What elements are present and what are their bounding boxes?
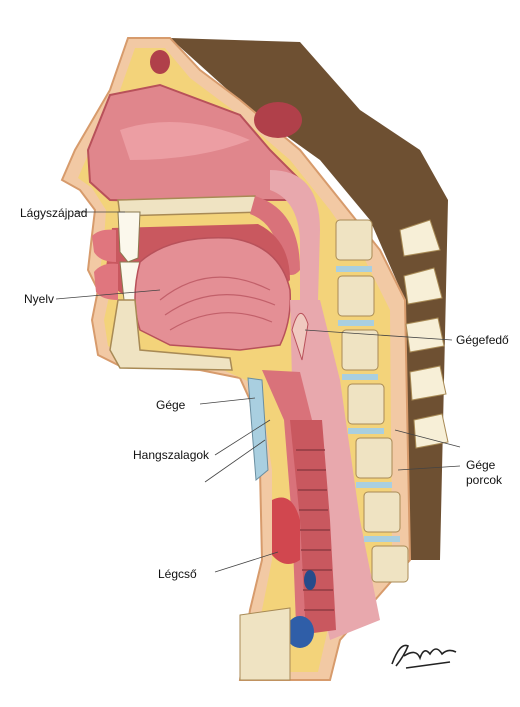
jugular-vein [286,616,314,648]
nasopharynx [270,170,320,300]
trachea-rings [296,449,334,611]
leader-lines [55,211,461,573]
tongue [134,236,292,351]
spinous-processes [399,219,449,449]
mandible [109,299,233,371]
artery [304,570,316,590]
label-laryngeal-cartilages-line2: porcok [466,473,503,487]
trachea [290,420,336,634]
laryngeal-cartilage [247,377,269,482]
sternum [239,607,291,681]
label-tongue: Nyelv [24,292,55,306]
label-trachea: Légcső [158,567,197,581]
lower-lip [94,263,118,300]
frontal-sinus [150,50,170,74]
scalp-hair [170,38,448,560]
label-laryngeal-cartilages: Gége porcok [466,458,502,488]
label-epiglottis: Gégefedő [456,333,509,347]
tongue-fibers [159,276,276,331]
nasal-concha [120,122,250,160]
sphenoid-sinus [254,102,302,138]
label-larynx: Gége [156,398,186,412]
cervical-spine [335,219,409,583]
upper-teeth [117,211,141,263]
label-soft-palate: Lágyszájpad [20,206,88,220]
upper-lip [92,229,116,262]
thyroid-gland [272,497,300,564]
epiglottis [291,313,309,361]
soft-palate [250,196,300,275]
label-laryngeal-cartilages-line1: Gége [466,458,496,472]
artist-signature-icon [391,644,457,669]
label-vocal-cords: Hangszalagok [133,448,210,462]
